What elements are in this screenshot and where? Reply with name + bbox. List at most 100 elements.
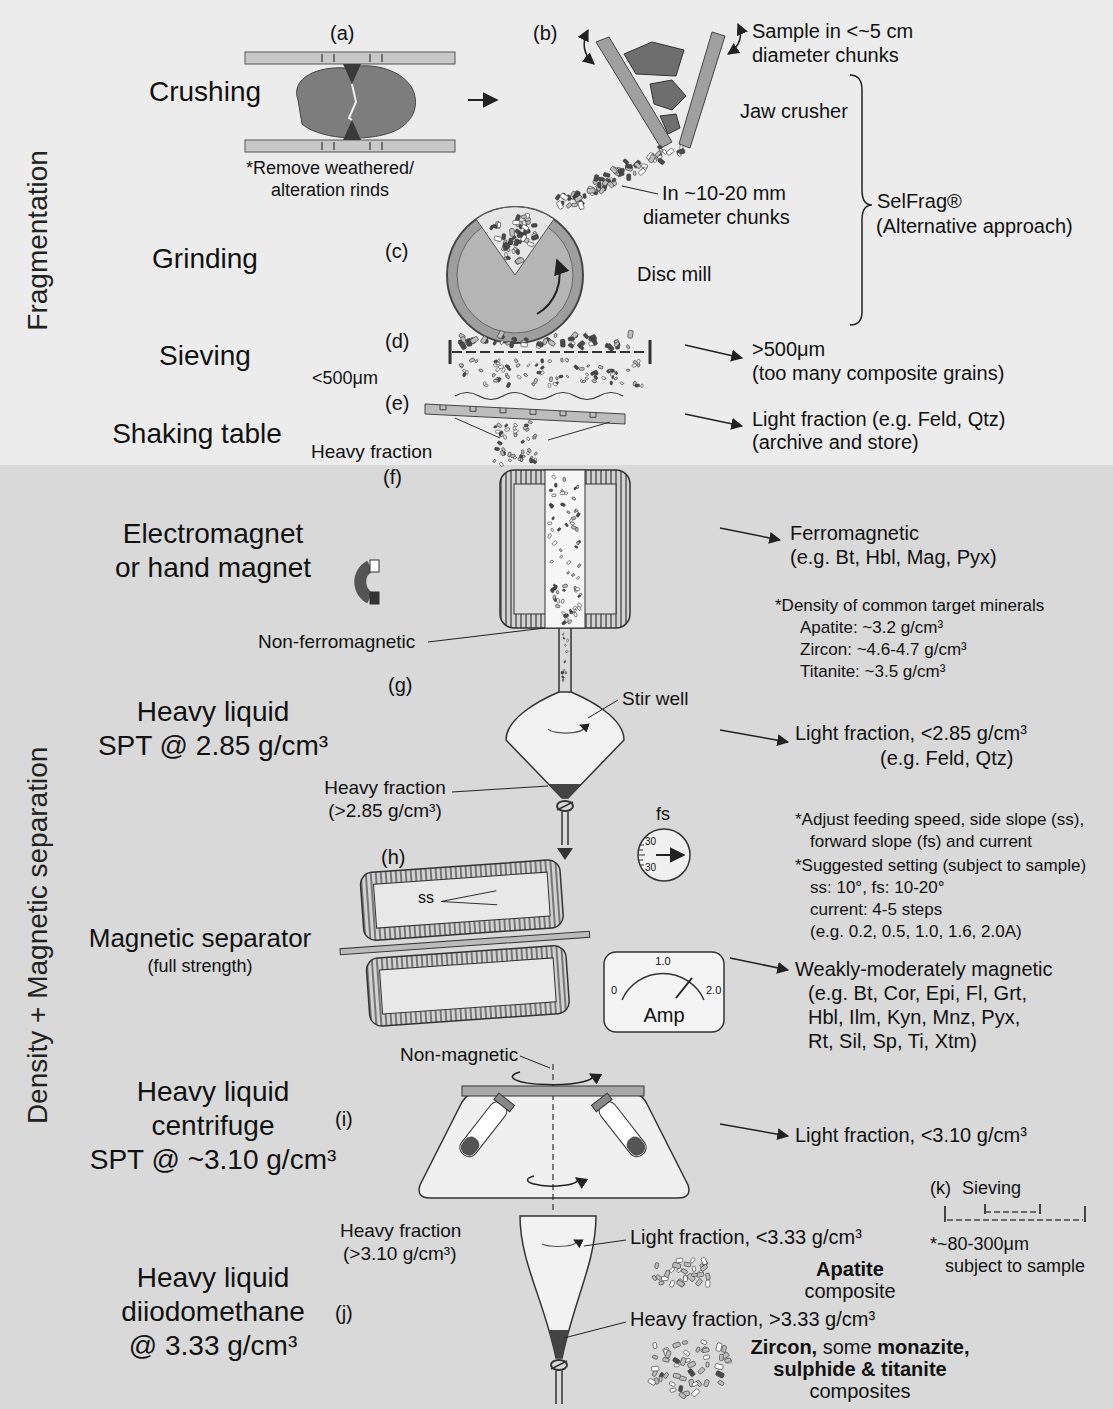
mineral-grain: [550, 528, 554, 532]
mineral-grain: [583, 333, 589, 339]
mineral-grain: [470, 336, 479, 344]
mineral-grain: [493, 363, 497, 367]
mineral-grain: [500, 450, 505, 456]
mineral-grain: [534, 458, 537, 462]
ammeter: [622, 974, 704, 1000]
mineral-grain: [721, 1345, 726, 1352]
hand-magnet: [360, 566, 370, 598]
mineral-grain: [502, 234, 506, 240]
step-title: diiodomethane: [121, 1296, 305, 1328]
note-text: Titanite: ~3.5 g/cm³: [800, 662, 945, 682]
mineral-grain: [574, 545, 578, 548]
mineral-grain: [659, 1281, 665, 1285]
mineral-grain: [606, 343, 614, 352]
centrifuge: [494, 1093, 515, 1112]
mineral-grain: [535, 363, 539, 367]
note-text: Sample in <~5 cm: [752, 20, 913, 43]
jaw-crusher: [660, 114, 680, 134]
output-arrow: [720, 730, 788, 742]
separatory-funnel: [557, 848, 573, 860]
mineral-grain: [653, 1342, 657, 1348]
mineral-grain: [669, 1381, 676, 1386]
disc-mill: [476, 207, 554, 275]
part-letter: (i): [335, 1108, 353, 1131]
mineral-grain: [706, 1362, 709, 1367]
mineral-grain: [719, 1354, 723, 1360]
crushing-press: [245, 52, 455, 64]
mineral-grain: [638, 168, 646, 176]
mineral-grain: [648, 1378, 657, 1386]
mineral-grain: [561, 599, 565, 604]
mineral-grain: [566, 511, 570, 514]
mineral-grain: [687, 1368, 695, 1377]
mineral-grain: [556, 376, 559, 380]
dial-label: fs: [656, 804, 670, 825]
mineral-grain: [552, 516, 555, 520]
sieve: [450, 340, 650, 364]
mineral-grain: [598, 182, 601, 188]
mineral-grain: [692, 1266, 696, 1272]
separatory-funnel: [559, 628, 571, 692]
scale-number: 2.0: [706, 984, 721, 997]
mineral-grain: [566, 375, 569, 378]
mineral-grain: [598, 177, 604, 181]
centrifuge: [458, 1134, 482, 1159]
mineral-grain: [459, 341, 467, 350]
part-letter: (j): [335, 1302, 353, 1325]
step-title: Sieving: [962, 1178, 1021, 1199]
mineral-name: monazite,: [877, 1336, 969, 1359]
mineral-grain: [532, 434, 537, 438]
mineral-grain: [659, 1377, 662, 1382]
mineral-grain: [553, 595, 556, 599]
leader-line: [622, 186, 658, 194]
mineral-grain: [497, 359, 500, 363]
leader-line: [588, 700, 618, 718]
mineral-name: composite: [804, 1280, 895, 1303]
shaking-table: [455, 393, 623, 400]
mineral-grain: [549, 489, 553, 491]
mineral-grain: [554, 483, 557, 487]
mineral-grain: [503, 242, 511, 249]
output-text: (archive and store): [752, 431, 919, 454]
mineral-grain: [553, 382, 558, 387]
mineral-grain: [501, 367, 505, 372]
mineral-grain: [537, 371, 542, 374]
mineral-grain: [571, 525, 576, 529]
meter-label: Amp: [643, 1004, 684, 1027]
step-title: Heavy liquid: [137, 696, 290, 728]
separatory-funnel: [551, 1361, 567, 1404]
mineral-grain: [552, 540, 557, 545]
magnetic-separator: [340, 931, 590, 954]
mineral-grain: [497, 222, 501, 228]
slope-dial: [638, 829, 690, 881]
mineral-grain: [497, 423, 503, 428]
output-text: (e.g. Bt, Cor, Epi, Fl, Grt,: [808, 982, 1027, 1005]
separatory-funnel: [506, 692, 624, 798]
mineral-grain: [567, 639, 569, 642]
mineral-grain: [521, 342, 528, 347]
mineral-grain: [617, 168, 624, 174]
mineral-grain: [568, 343, 574, 348]
scale-number: 30: [645, 862, 656, 874]
hand-magnet: [370, 560, 379, 572]
hand-magnet: [360, 560, 379, 604]
mineral-grain: [509, 228, 514, 236]
mineral-grain: [701, 1339, 708, 1345]
mineral-grain: [575, 587, 580, 590]
mineral-grain: [633, 160, 642, 169]
mineral-grain: [551, 475, 556, 480]
mineral-grain: [626, 344, 630, 349]
magnetic-separator: [360, 859, 564, 941]
mineral-grain: [505, 364, 510, 368]
mineral-grain: [576, 540, 581, 544]
note-text: (Alternative approach): [876, 215, 1073, 238]
output-text: Hbl, Ilm, Kyn, Mnz, Pyx,: [808, 1006, 1020, 1029]
fraction-label: Heavy fraction, >3.33 g/cm³: [630, 1308, 875, 1331]
output-text: (e.g. Bt, Hbl, Mag, Pyx): [790, 546, 997, 569]
magnetic-separator: [380, 958, 557, 1014]
mineral-grain: [552, 494, 556, 497]
crushing-press: [297, 66, 416, 138]
mineral-grain: [565, 523, 569, 527]
mineral-grain: [625, 164, 632, 169]
